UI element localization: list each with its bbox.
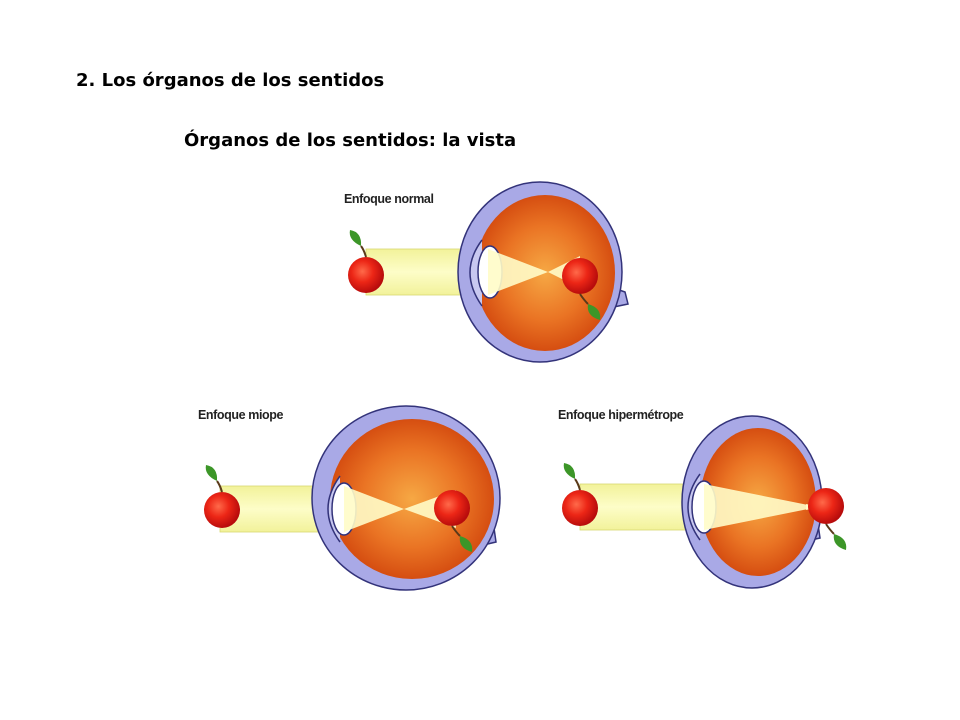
slide-subtitle: Órganos de los sentidos: la vista	[184, 130, 517, 151]
eye-diagram-hyperopic	[562, 415, 847, 589]
diagram-myopic-focus: Enfoque miope	[194, 404, 514, 594]
eyeball	[330, 419, 494, 579]
eye-diagram-myopic	[204, 405, 501, 591]
section-title: 2. Los órganos de los sentidos	[76, 70, 385, 91]
diagram-label-normal: Enfoque normal	[344, 192, 434, 206]
eye-diagram-normal	[348, 181, 629, 363]
apple-image	[434, 490, 473, 552]
diagram-label-miope: Enfoque miope	[198, 408, 284, 422]
diagram-label-hipermetrope: Enfoque hipermétrope	[558, 408, 684, 422]
light-cone	[704, 484, 818, 530]
diagram-hyperopic-focus: Enfoque hipermétrope	[556, 404, 856, 594]
apple-object	[204, 465, 240, 528]
apple-object	[562, 463, 598, 526]
diagram-normal-focus: Enfoque normal	[340, 180, 640, 370]
light-cone	[488, 249, 548, 295]
apple-object	[348, 230, 384, 293]
apple-image	[562, 258, 601, 320]
light-cone	[344, 486, 404, 532]
apple-image	[808, 488, 847, 550]
cornea	[469, 239, 483, 307]
